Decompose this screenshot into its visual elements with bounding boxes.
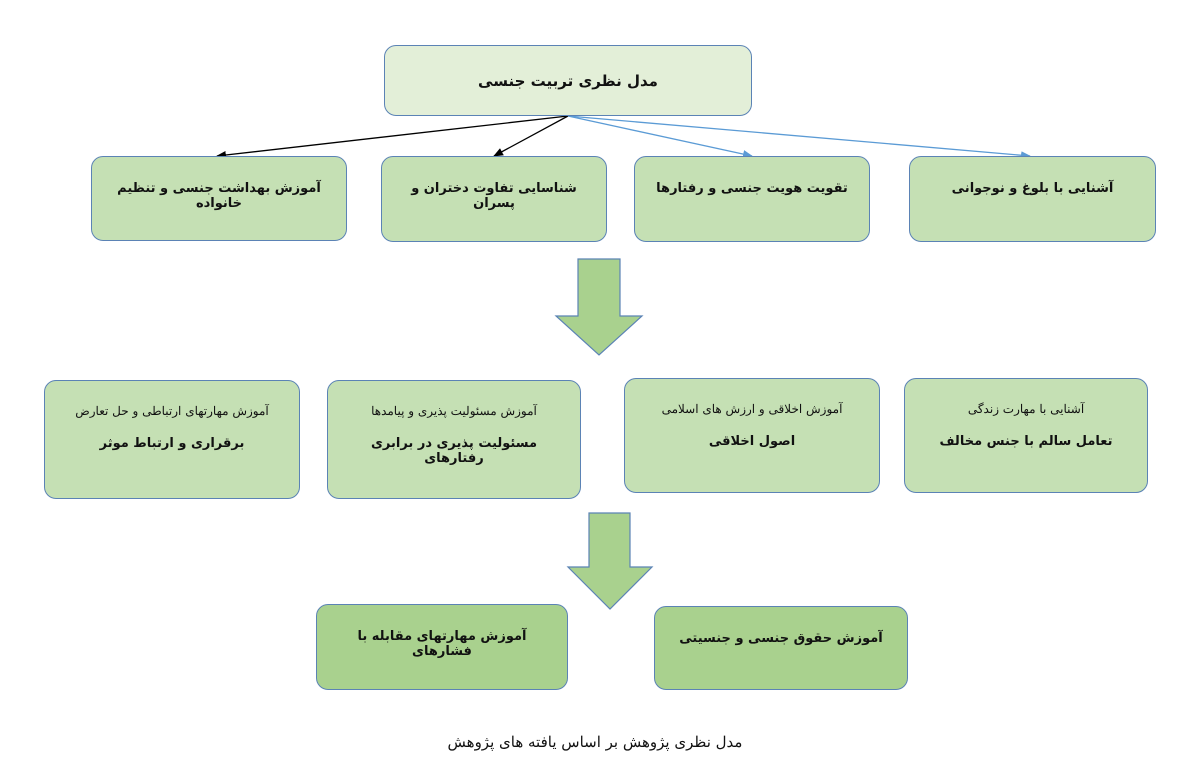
row1-box-differences: شناسایی تفاوت دختران و پسران bbox=[381, 156, 607, 242]
row2-box-communication: آموزش مهارتهای ارتباطی و حل تعارض برقرار… bbox=[44, 380, 300, 499]
row1-label: آشنایی با بلوغ و نوجوانی bbox=[951, 181, 1114, 196]
row2-box-ethics: آموزش اخلاقی و ارزش های اسلامی اصول اخلا… bbox=[624, 378, 880, 493]
row1-label: تقویت هویت جنسی و رفتارها bbox=[656, 181, 848, 196]
row2-box-life-skills: آشنایی با مهارت زندگی تعامل سالم با جنس … bbox=[904, 378, 1148, 493]
row1-box-puberty: آشنایی با بلوغ و نوجوانی bbox=[909, 156, 1156, 242]
row3-label: آموزش حقوق جنسی و جنسیتی bbox=[679, 631, 883, 646]
down-arrow-1 bbox=[554, 258, 644, 356]
row2-line1: آموزش اخلاقی و ارزش های اسلامی bbox=[661, 402, 843, 416]
row1-label: شناسایی تفاوت دختران و پسران bbox=[411, 181, 577, 211]
down-arrow-2 bbox=[566, 512, 654, 610]
row2-line1: آموزش مهارتهای ارتباطی و حل تعارض bbox=[75, 404, 269, 418]
row2-line2: تعامل سالم با جنس مخالف bbox=[939, 434, 1113, 449]
title-text: مدل نظری تربیت جنسی bbox=[478, 71, 658, 90]
row1-box-identity: تقویت هویت جنسی و رفتارها bbox=[634, 156, 870, 242]
row2-line2: برقراری و ارتباط موثر bbox=[99, 436, 245, 451]
connector-arrow-health bbox=[216, 115, 569, 159]
row2-line2: اصول اخلاقی bbox=[708, 434, 796, 449]
row1-label: آموزش بهداشت جنسی و تنظیم خانواده bbox=[117, 181, 321, 211]
row3-box-coping: آموزش مهارتهای مقابله با فشارهای bbox=[316, 604, 568, 690]
row2-box-responsibility: آموزش مسئولیت پذیری و پیامدها مسئولیت پذ… bbox=[327, 380, 581, 499]
row2-line2: مسئولیت پذیری در برابری رفتارهای bbox=[371, 436, 537, 466]
figure-caption: مدل نظری پژوهش بر اساس یافته های پژوهش bbox=[447, 733, 743, 751]
row3-label: آموزش مهارتهای مقابله با فشارهای bbox=[357, 629, 527, 659]
row2-line1: آموزش مسئولیت پذیری و پیامدها bbox=[371, 404, 537, 418]
connector-arrow-puberty bbox=[567, 115, 1031, 160]
row1-box-health: آموزش بهداشت جنسی و تنظیم خانواده bbox=[91, 156, 347, 241]
title-box: مدل نظری تربیت جنسی bbox=[384, 45, 752, 116]
connector-arrow-differences bbox=[493, 115, 569, 157]
row2-line1: آشنایی با مهارت زندگی bbox=[967, 402, 1085, 416]
connector-arrow-identity bbox=[567, 115, 753, 158]
row3-box-rights: آموزش حقوق جنسی و جنسیتی bbox=[654, 606, 908, 690]
